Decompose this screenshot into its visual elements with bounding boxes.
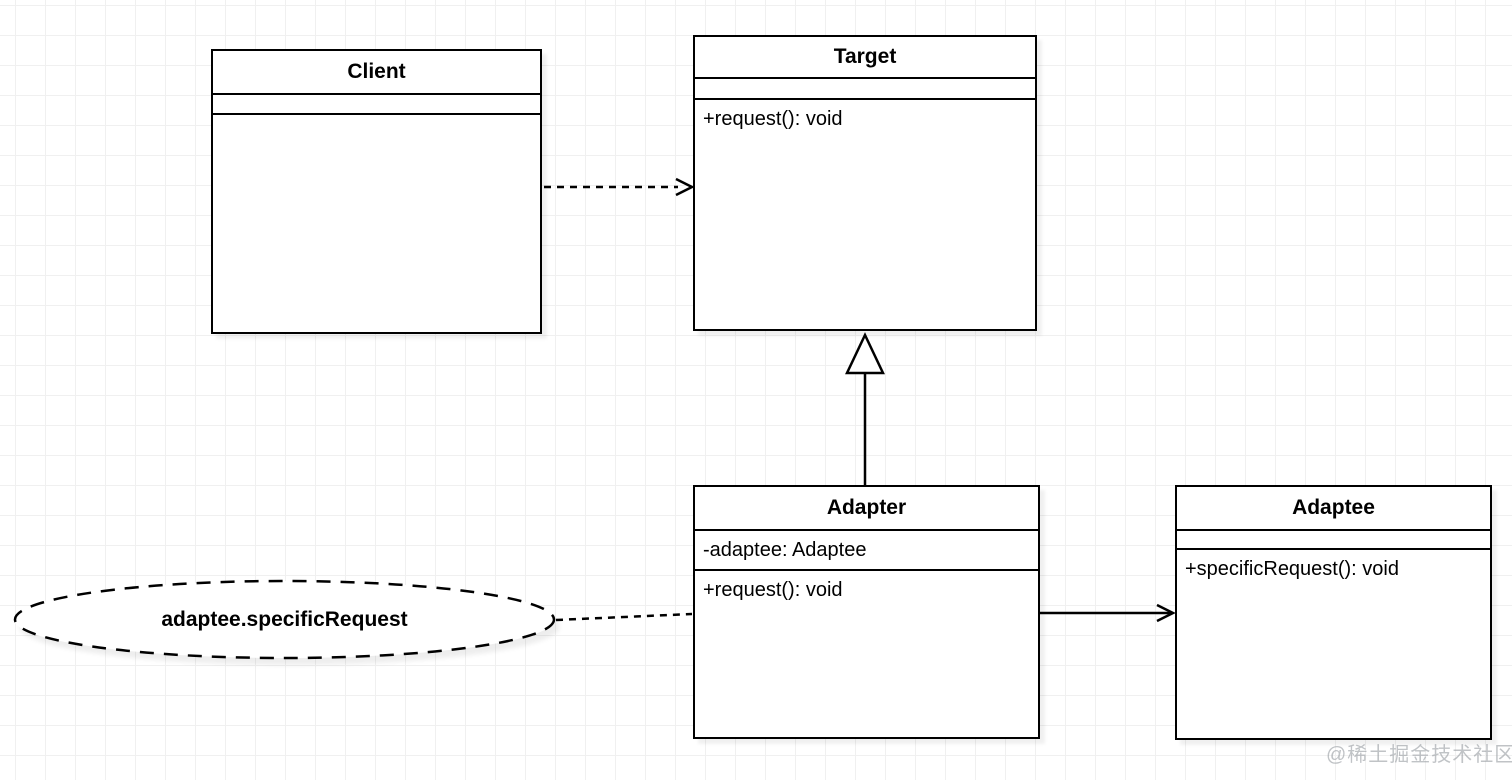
method-adapter-request: +request(): void: [703, 579, 843, 601]
attribute-adapter-adaptee: -adaptee: Adaptee: [703, 539, 867, 561]
note-connector-line: [555, 612, 693, 622]
class-title-adapter: Adapter: [695, 487, 1038, 531]
class-title-adaptee: Adaptee: [1177, 487, 1490, 531]
class-box-client: Client: [211, 49, 542, 334]
note-label: adaptee.specificRequest: [161, 607, 408, 631]
class-box-target: Target +request(): void: [693, 35, 1037, 331]
class-methods-target: +request(): void: [695, 100, 1035, 329]
class-methods-adaptee: +specificRequest(): void: [1177, 550, 1490, 738]
class-attributes-client: [213, 95, 540, 115]
watermark: @稀土掘金技术社区: [1326, 744, 1512, 766]
class-box-adapter: Adapter -adaptee: Adaptee +request(): vo…: [693, 485, 1040, 739]
association-arrow-adapter-adaptee: [1040, 603, 1176, 623]
class-attributes-target: [695, 79, 1035, 100]
class-attributes-adapter: -adaptee: Adaptee: [695, 531, 1038, 571]
class-methods-client: [213, 115, 540, 332]
dependency-arrow-client-target: [544, 177, 695, 197]
method-target-request: +request(): void: [703, 108, 843, 130]
method-adaptee-specificrequest: +specificRequest(): void: [1185, 558, 1399, 580]
class-box-adaptee: Adaptee +specificRequest(): void: [1175, 485, 1492, 740]
class-title-target: Target: [695, 37, 1035, 79]
class-title-client: Client: [213, 51, 540, 95]
generalization-arrow-adapter-target: [845, 332, 885, 485]
class-attributes-adaptee: [1177, 531, 1490, 550]
class-methods-adapter: +request(): void: [695, 571, 1038, 737]
